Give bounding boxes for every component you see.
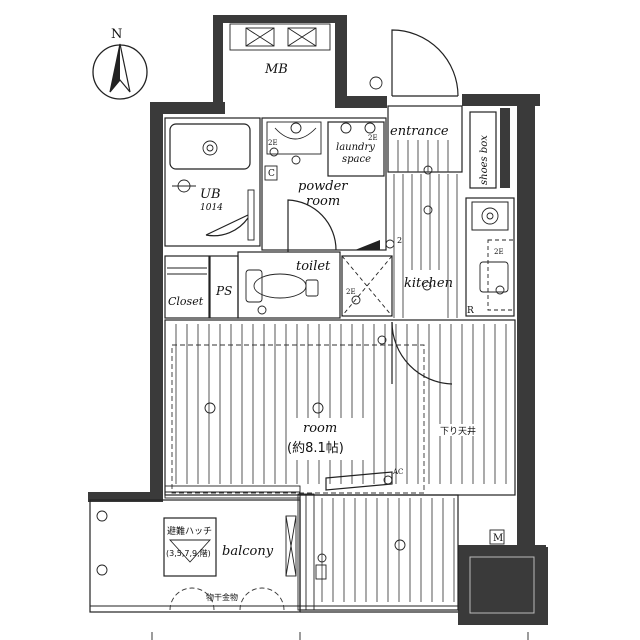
m-label: M: [493, 533, 503, 544]
room-label: room: [303, 421, 337, 436]
kitchen-label: kitchen: [404, 276, 453, 291]
toilet-room: toilet: [237, 251, 341, 319]
lowered-ceiling-label: 下り天井: [440, 425, 476, 437]
toilet-label: toilet: [296, 259, 331, 274]
powder-room-label-2: room: [306, 194, 340, 209]
dimension-ticks: [151, 632, 529, 640]
entrance-label: entrance: [390, 124, 449, 139]
mb-room: MB: [229, 23, 331, 77]
ub-size-label: 1014: [200, 203, 223, 213]
closet-label: Closet: [168, 295, 204, 308]
unit-bath: UB 1014: [164, 117, 261, 247]
ub-label: UB: [200, 187, 221, 202]
closet-ps: Closet PS: [164, 255, 239, 319]
powder-c-label: C: [268, 169, 275, 179]
powder-room-label-1: powder: [298, 179, 348, 194]
laundry-label-1: laundry: [336, 142, 375, 153]
fridge-2e-label: 2E: [346, 288, 356, 296]
balcony-label: balcony: [222, 544, 274, 559]
drying-hardware-label: 物干金物: [206, 592, 238, 602]
entrance-area: entrance shoes box: [369, 29, 497, 189]
kitchen-2e-label: 2E: [494, 248, 504, 256]
powder-room: 2E 2E laundry space C powder room 2: [261, 117, 402, 252]
evac-hatch-label-1: 避難ハッチ: [167, 525, 212, 537]
kitchen-area: 2E 2E R kitchen: [341, 165, 515, 318]
powder-2-label: 2: [397, 236, 402, 245]
main-room: room (約8.1帖) 下り天井 AC M: [164, 319, 516, 545]
window-sash: [164, 485, 315, 611]
room-bay: [299, 494, 459, 611]
entrance-door: [391, 29, 459, 97]
compass-north-label: N: [111, 27, 122, 42]
laundry-label-2: space: [342, 154, 371, 165]
compass-arrow-fill-icon: [110, 44, 120, 92]
compass: N: [92, 27, 148, 100]
ps-label: PS: [215, 284, 232, 298]
laundry-2e-label: 2E: [368, 134, 378, 142]
vanity-2e-label: 2E: [268, 139, 278, 147]
evac-hatch-label-2: (3,5,7,9,階): [166, 548, 211, 558]
room-size-label: (約8.1帖): [287, 441, 344, 456]
balcony: 避難ハッチ (3,5,7,9,階) balcony 物干金物: [89, 499, 458, 613]
ac-label: AC: [392, 468, 403, 476]
kitchen-r-label: R: [467, 306, 474, 316]
shoes-box-label: shoes box: [479, 135, 490, 185]
outer-walls: [88, 15, 548, 625]
mb-label: MB: [264, 62, 288, 77]
